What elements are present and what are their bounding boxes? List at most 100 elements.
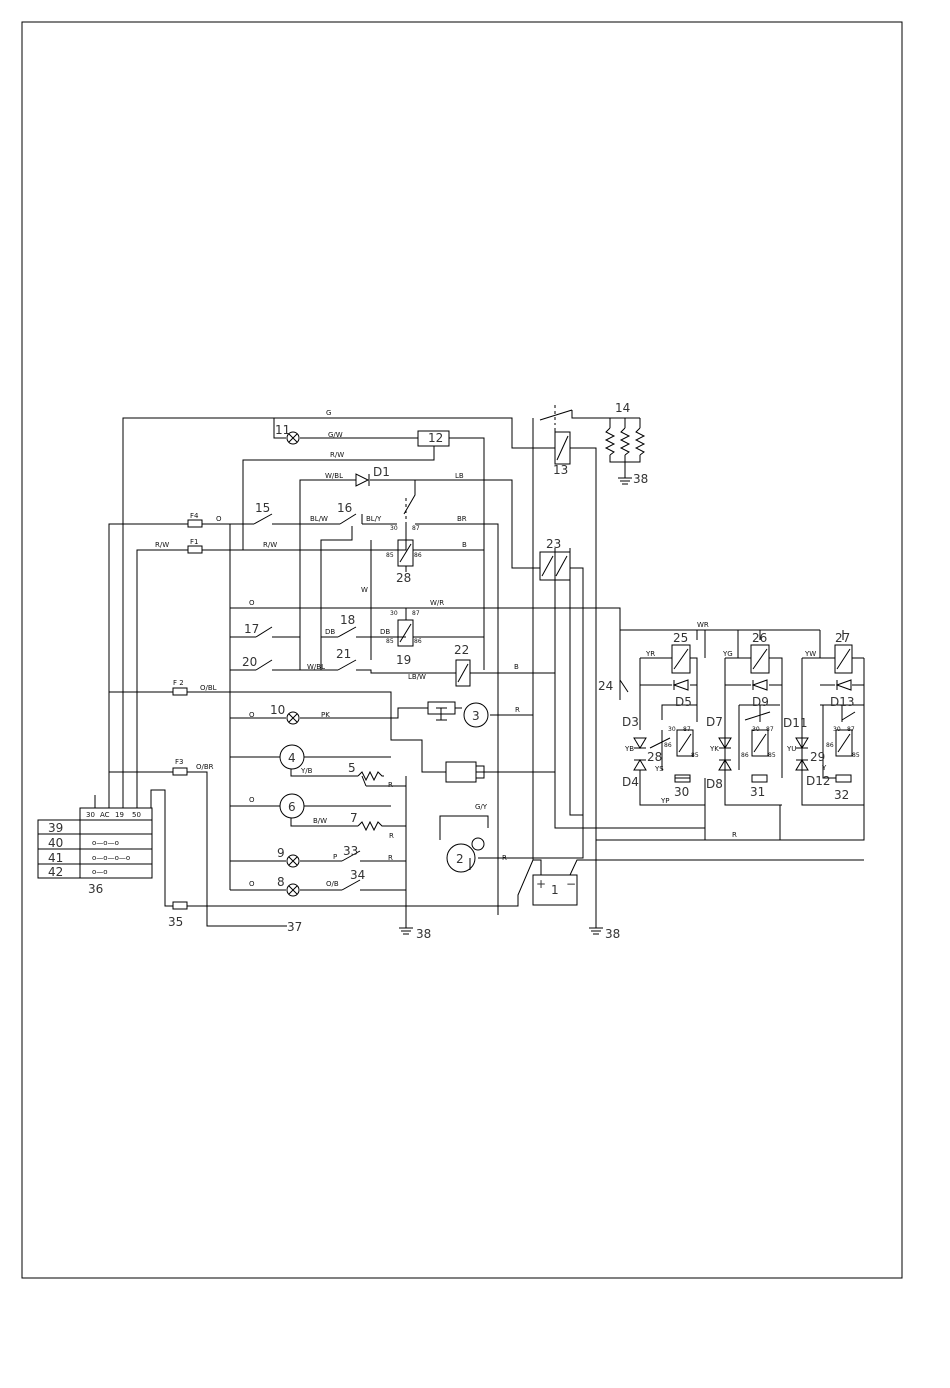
fuse-f4: [187, 519, 203, 528]
switch-15-icon: [253, 513, 273, 525]
sensor-t-icon: [427, 701, 456, 721]
pin-87-r28: 87: [412, 525, 420, 532]
wiring: [108, 409, 865, 928]
switch-21-icon: [337, 659, 357, 671]
wire-o-8: O: [249, 880, 255, 888]
ignition-switch-36: [37, 795, 153, 879]
wire-wbl: W/BL: [325, 472, 343, 480]
label-27: 27: [835, 631, 850, 645]
wire-p-9: P: [333, 853, 337, 861]
relay-19: [397, 619, 414, 647]
ign-row-40: 40: [48, 836, 63, 850]
wire-lbw: LB/W: [408, 673, 426, 681]
fuse-f1: [187, 545, 203, 554]
wire-bw: B/W: [313, 817, 327, 825]
sender-5-icon: [357, 770, 384, 782]
ign-pattern-41: o—o—o—o: [92, 854, 130, 862]
fuse-f1-label: F1: [190, 538, 198, 546]
pin-30-b1: 30: [668, 726, 676, 733]
relay-22: [455, 659, 471, 687]
wire-wbl-21: W/BL: [307, 663, 325, 671]
ign-row-39: 39: [48, 821, 63, 835]
label-30: 30: [674, 785, 689, 799]
wire-g: G: [326, 409, 331, 417]
pin-87-b1: 87: [683, 726, 691, 733]
wire-ob: O/B: [326, 880, 339, 888]
wire-blw: BL/W: [310, 515, 328, 523]
module-12: [417, 430, 450, 447]
label-16: 16: [337, 501, 352, 515]
label-8: 8: [277, 875, 285, 889]
label-34: 34: [350, 868, 365, 882]
wire-rw-f1: R/W: [155, 541, 169, 549]
wire-o-10: O: [249, 711, 255, 719]
label-38-battery: 38: [605, 927, 620, 941]
fuse-f2-label: F 2: [173, 679, 184, 687]
wire-r-3: R: [515, 706, 520, 714]
label-13: 13: [553, 463, 568, 477]
pin-30-b2: 30: [752, 726, 760, 733]
relay-28: [397, 539, 414, 567]
pin-86-b3: 86: [826, 742, 834, 749]
battery-minus: −: [566, 877, 576, 891]
pin-85-b3: 85: [852, 752, 860, 759]
ign-pattern-42: o—o: [92, 868, 108, 876]
wire-ys: YS: [654, 765, 664, 773]
motor-2-icon: [446, 843, 476, 873]
diode-d1-icon: [355, 473, 370, 487]
diode-d8-label: D8: [706, 777, 723, 791]
label-17: 17: [244, 622, 259, 636]
diode-d13-label: D13: [830, 695, 855, 709]
relay-block-1: [633, 644, 694, 783]
pin-87-r19: 87: [412, 610, 420, 617]
pin-87-b2: 87: [766, 726, 774, 733]
lamp-10-icon: [286, 711, 300, 725]
gauge-3-icon: [463, 702, 489, 728]
label-21: 21: [336, 647, 351, 661]
wire-o-row1: O: [249, 599, 255, 607]
label-7: 7: [350, 811, 358, 825]
label-33: 33: [343, 844, 358, 858]
pin-86-b1: 86: [664, 742, 672, 749]
ground-38-battery-icon: [589, 927, 603, 935]
fuse-f2: [172, 687, 188, 696]
wire-obl: O/BL: [200, 684, 217, 692]
pin-86-b2: 86: [741, 752, 749, 759]
wire-r-bus: R: [732, 831, 737, 839]
lamp-11-icon: [286, 431, 300, 445]
diode-d12-label: D12: [806, 774, 831, 788]
wire-b-22: B: [514, 663, 519, 671]
wire-db-18: DB: [325, 628, 335, 636]
page-frame: [21, 21, 903, 1279]
pin-87-b3: 87: [847, 726, 855, 733]
motor-2-brush-icon: [471, 837, 485, 851]
wire-rw-top: R/W: [330, 451, 344, 459]
wire-pk: PK: [321, 711, 330, 719]
switch-33-icon: [341, 850, 361, 862]
ignition-switch-labels: 30 AC 19 50 39 40 41 42 o—o—o o—o—o—o o—…: [48, 811, 141, 879]
wire-yb: Y/B: [300, 767, 313, 775]
switch-16-icon: [339, 513, 363, 525]
label-28: 28: [396, 571, 411, 585]
pin-30-b3: 30: [833, 726, 841, 733]
wire-o-6: O: [249, 796, 255, 804]
wire-wr-19: W/R: [430, 599, 444, 607]
wire-o-f4: O: [216, 515, 222, 523]
label-37: 37: [287, 920, 302, 934]
fuse-labels: F4 F1 F 2 F3: [173, 512, 199, 766]
relay-pin-labels: 30 87 85 86 30 87 85 86 30 87 86 85 30 8…: [386, 525, 860, 759]
ground-38-right-icon: [618, 477, 632, 485]
fuse-f4-label: F4: [190, 512, 199, 520]
ign-pattern-40: o—o—o: [92, 839, 119, 847]
ign-row-42: 42: [48, 865, 63, 879]
wire-color-labels: G G/W R/W W/BL LB O BL/W BL/Y BR R/W R/W…: [155, 409, 827, 888]
label-9: 9: [277, 846, 285, 860]
wire-y: Y: [821, 764, 827, 772]
pin-30-r19: 30: [390, 610, 398, 617]
diode-d5-label: D5: [675, 695, 692, 709]
diode-d4-label: D4: [622, 775, 639, 789]
wire-yk: YK: [709, 745, 719, 753]
pin-85-b1: 85: [691, 752, 699, 759]
gauge-4-icon: [279, 744, 305, 770]
pin-85-r19: 85: [386, 638, 394, 645]
